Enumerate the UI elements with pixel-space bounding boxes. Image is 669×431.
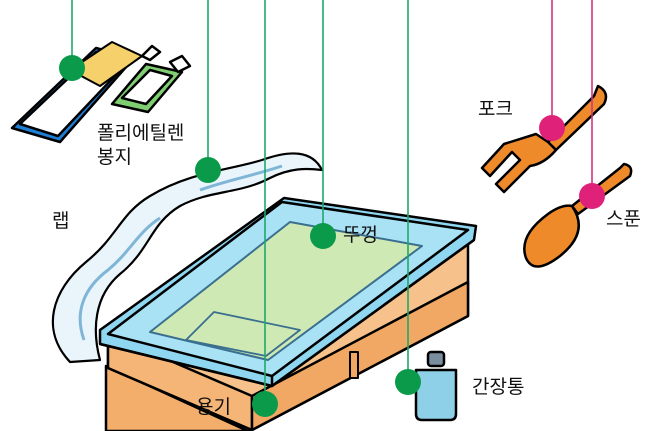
- marker-chopsticks: [59, 55, 85, 81]
- marker-fork: [539, 115, 565, 141]
- marker-spoon: [579, 183, 605, 209]
- marker-lid: [310, 223, 336, 249]
- label-wrap: 랩: [52, 210, 69, 234]
- marker-polyethylene-bag: [195, 157, 221, 183]
- marker-soy-bottle: [395, 369, 421, 395]
- marker-container: [252, 391, 278, 417]
- soy-bottle-icon: [416, 352, 456, 420]
- label-container: 용기: [196, 396, 231, 420]
- label-spoon: 스푼: [606, 208, 641, 232]
- label-soy-sauce-bottle: 간장통: [472, 376, 524, 400]
- label-polyethylene-bag: 폴리에틸렌 봉지: [97, 122, 184, 170]
- label-lid: 뚜껑: [343, 224, 378, 248]
- label-fork: 포크: [478, 98, 513, 122]
